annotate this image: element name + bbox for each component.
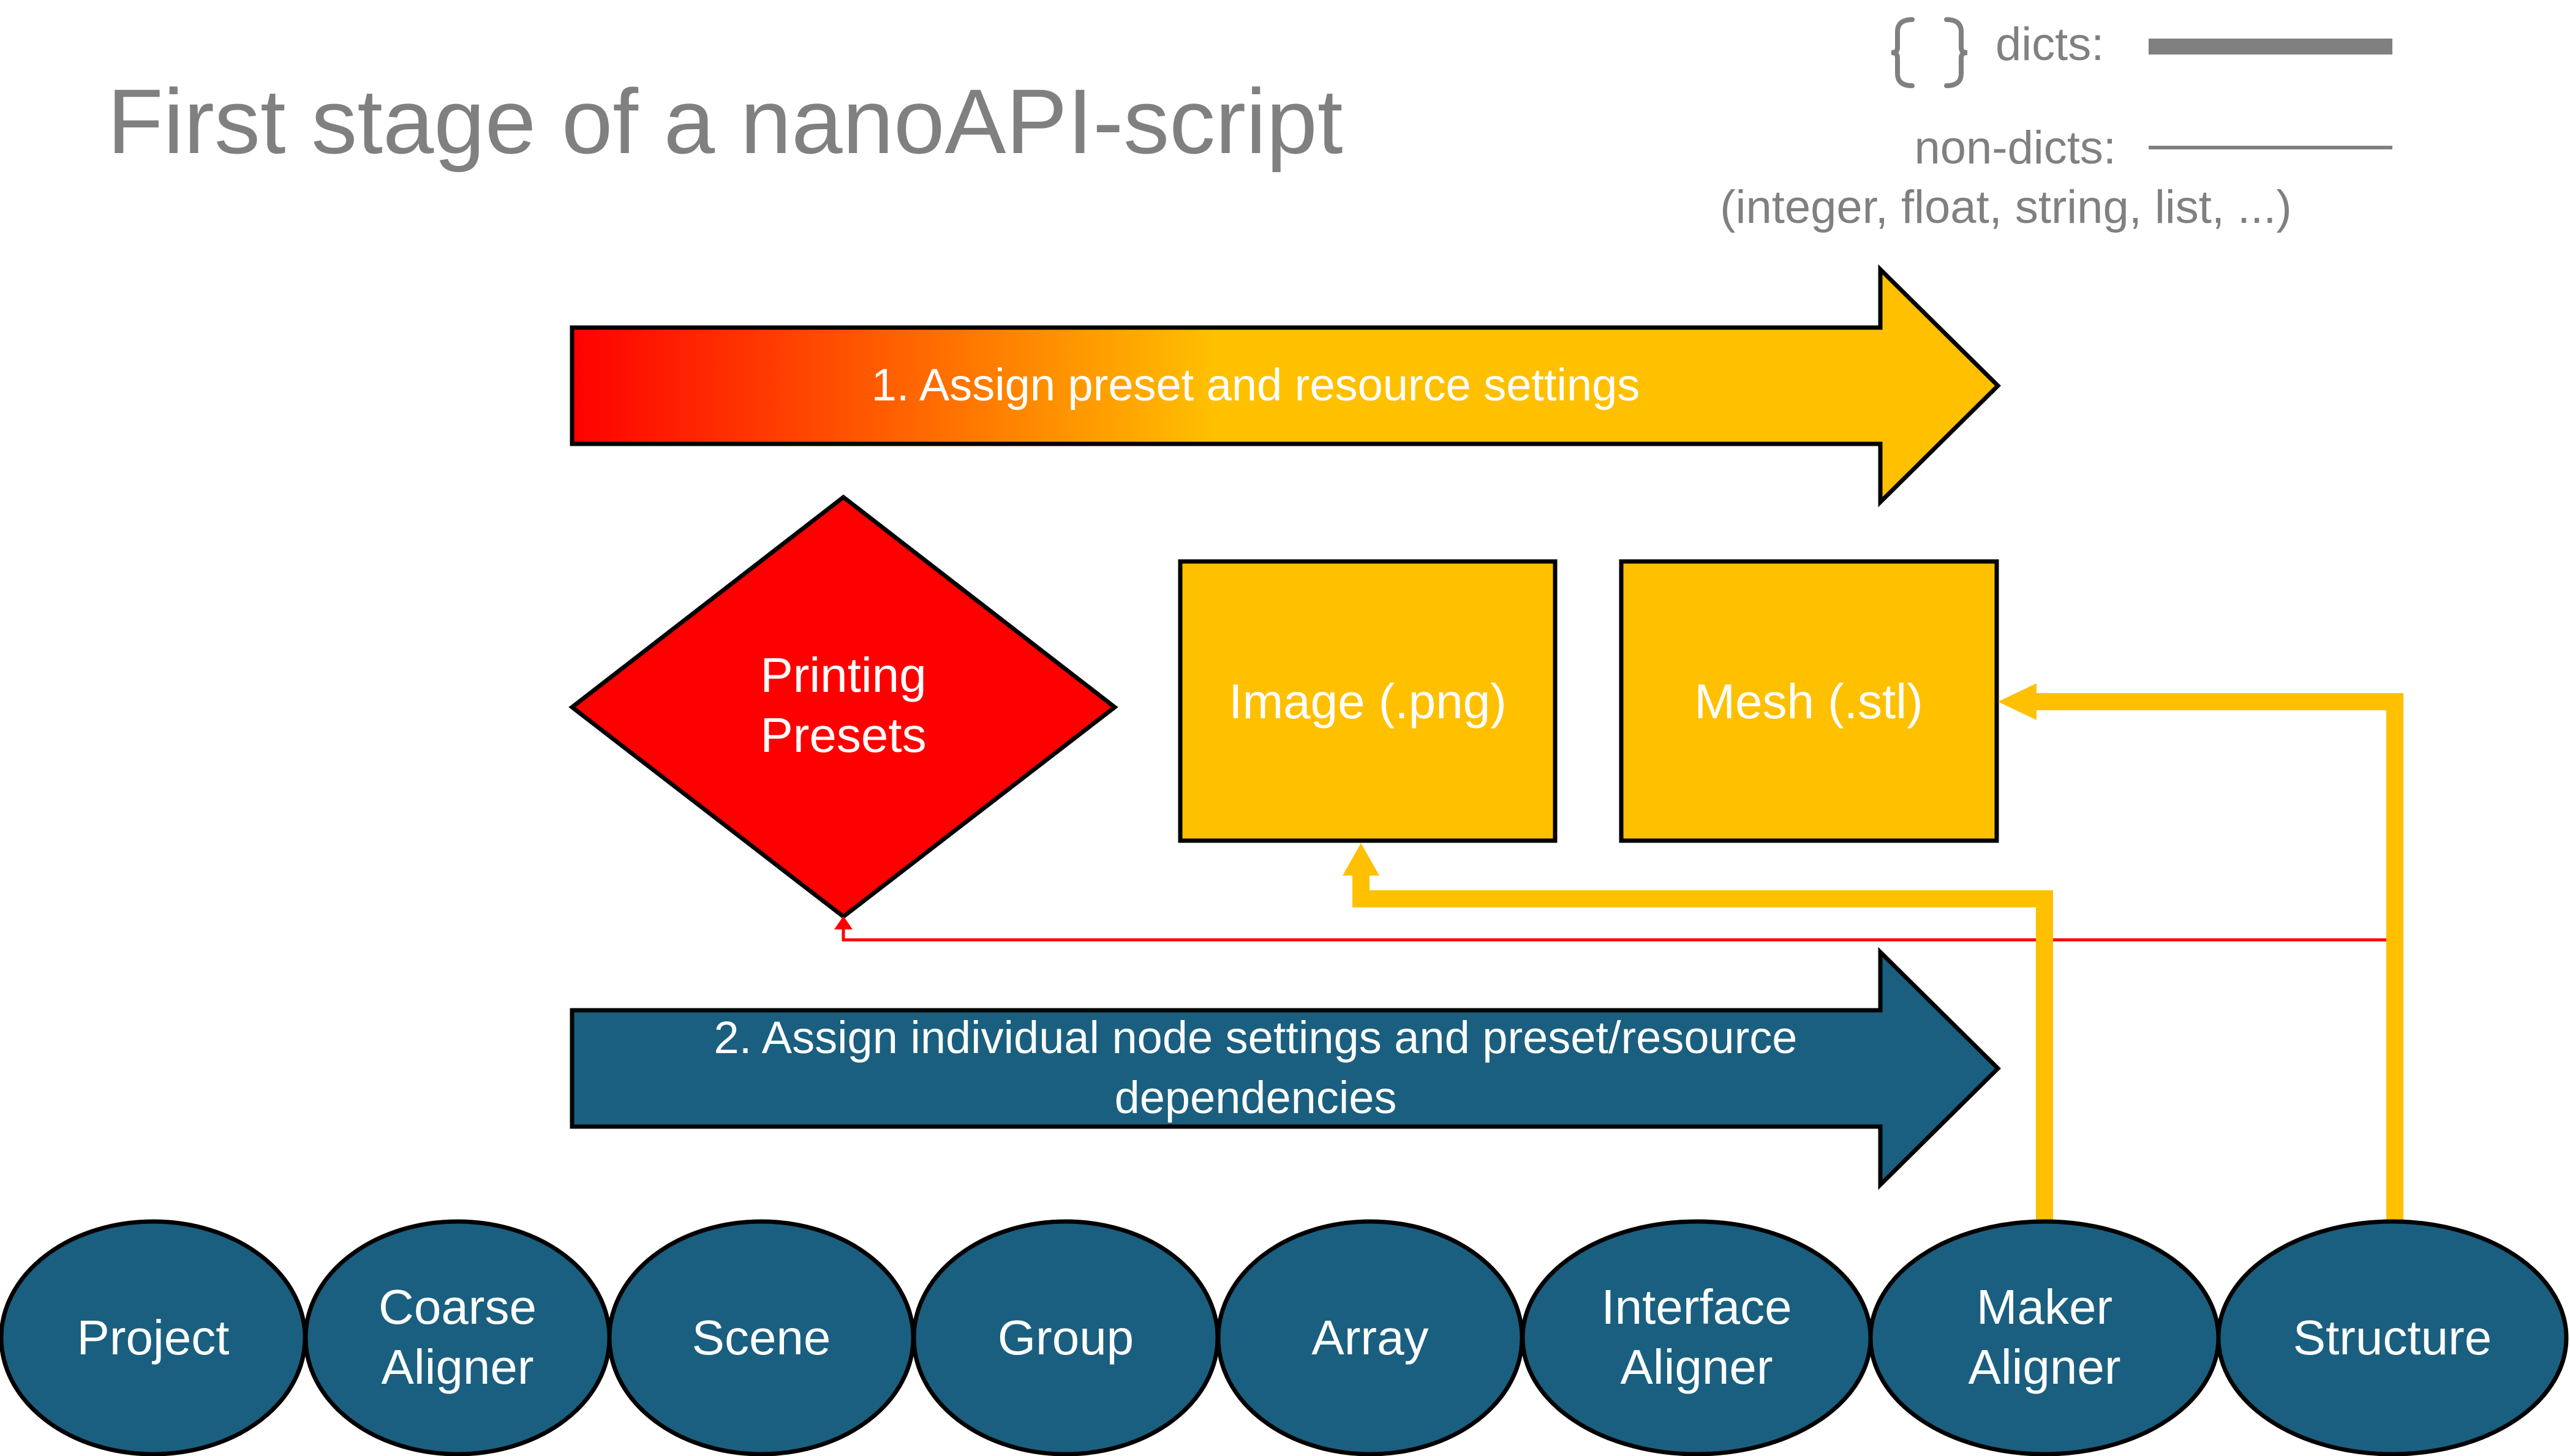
node-array-label: Array: [1311, 1310, 1428, 1365]
node-row: Project Coarse Aligner Scene Group Array…: [0, 1219, 2569, 1456]
node-maker-aligner-label-line-2: Aligner: [1968, 1340, 2120, 1394]
node-structure-shape: [2216, 1219, 2569, 1456]
step-2-label-line-1: 2. Assign individual node settings and p…: [714, 1012, 1798, 1063]
structure-to-mesh-link: [2032, 693, 2403, 1221]
page-title: First stage of a nanoAPI-script: [107, 70, 1343, 173]
node-maker-aligner-shape: [1868, 1219, 2221, 1456]
printing-presets-diamond: Printing Presets: [568, 494, 1118, 920]
printing-presets-shape: [568, 494, 1118, 920]
mesh-resource-box: Mesh (.stl): [1619, 559, 1999, 843]
node-structure[interactable]: Structure: [2216, 1219, 2569, 1456]
node-maker-aligner-label-line-1: Maker: [1976, 1280, 2112, 1334]
node-coarse-aligner[interactable]: Coarse Aligner: [303, 1219, 612, 1456]
node-scene-label: Scene: [692, 1310, 831, 1365]
node-coarse-aligner-label-line-2: Aligner: [381, 1340, 533, 1394]
image-resource-label: Image (.png): [1229, 674, 1507, 729]
maker-aligner-to-image-link: [1352, 869, 2053, 1221]
node-structure-label: Structure: [2293, 1310, 2492, 1365]
printing-presets-label-line-2: Presets: [760, 708, 926, 762]
node-maker-aligner[interactable]: Maker Aligner: [1868, 1219, 2221, 1456]
mesh-resource-label: Mesh (.stl): [1694, 674, 1923, 729]
node-scene[interactable]: Scene: [607, 1219, 916, 1456]
dependency-links: [834, 683, 2403, 1221]
step-1-arrow: 1. Assign preset and resource settings: [570, 264, 2001, 508]
node-interface-aligner[interactable]: Interface Aligner: [1520, 1219, 1873, 1456]
image-resource-shape: [1178, 559, 1558, 843]
node-array[interactable]: Array: [1216, 1219, 1524, 1456]
step-2-label-line-2: dependencies: [1115, 1072, 1397, 1123]
step-1-arrow-shape: [570, 264, 2001, 508]
node-group[interactable]: Group: [911, 1219, 1220, 1456]
mesh-link-arrowhead: [1998, 683, 2037, 720]
node-coarse-aligner-shape: [303, 1219, 612, 1456]
node-project-label: Project: [77, 1310, 230, 1365]
legend-nondicts-label: non-dicts:: [1915, 122, 2117, 174]
node-coarse-aligner-label-line-1: Coarse: [379, 1280, 537, 1334]
node-interface-aligner-label-line-2: Aligner: [1620, 1340, 1773, 1394]
step-2-arrow: 2. Assign individual node settings and p…: [570, 947, 2001, 1190]
step-2-arrow-shape: [570, 947, 2001, 1190]
legend-dicts-label: dicts:: [1995, 18, 2104, 70]
step-1-label: 1. Assign preset and resource settings: [872, 359, 1640, 410]
node-interface-aligner-shape: [1520, 1219, 1873, 1456]
image-link-arrowhead: [1343, 843, 1379, 876]
curly-braces-icon: [1891, 17, 1968, 88]
printing-presets-label-line-1: Printing: [760, 648, 926, 702]
legend: dicts: non-dicts: (integer, float, strin…: [1720, 17, 2392, 233]
presets-link-arrowhead: [834, 916, 853, 929]
mesh-resource-shape: [1619, 559, 1999, 843]
image-resource-box: Image (.png): [1178, 559, 1558, 843]
node-group-label: Group: [998, 1310, 1134, 1365]
node-project[interactable]: Project: [0, 1219, 307, 1456]
legend-nondicts-examples: (integer, float, string, list, ...): [1720, 181, 2291, 233]
node-interface-aligner-label-line-1: Interface: [1601, 1280, 1792, 1334]
